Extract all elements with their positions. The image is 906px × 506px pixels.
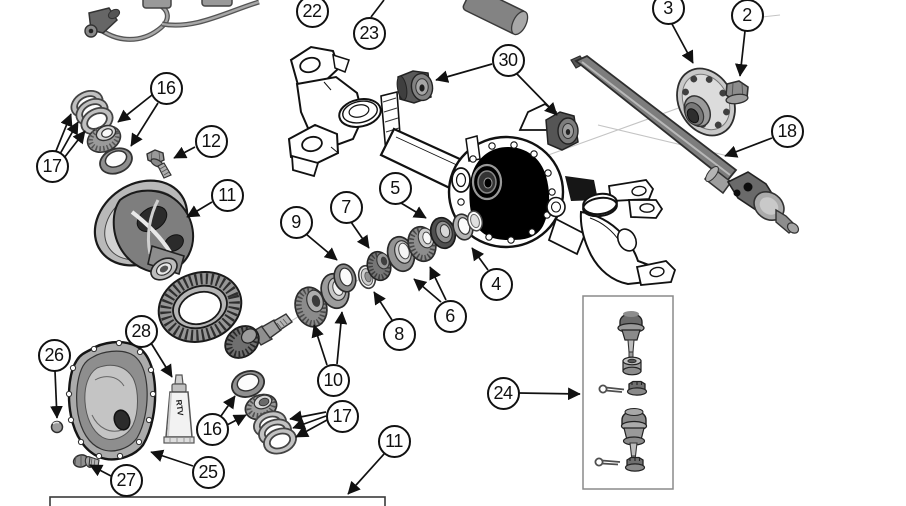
cotter-pin-upper (598, 384, 625, 394)
right-steering-knuckle (579, 179, 677, 286)
axle-assembly-box (49, 496, 386, 506)
leader-arrow-11 (186, 201, 213, 218)
pinion-seal (429, 216, 457, 250)
leader-arrow-17 (59, 121, 79, 155)
collapsible-spacer (366, 250, 392, 282)
pinion-bore (471, 163, 503, 201)
left-steering-knuckle (287, 45, 365, 178)
leader-arrow-8 (373, 291, 393, 321)
oil-slinger (333, 263, 357, 293)
bearing-race-upper (99, 147, 133, 175)
leader-arrow-2 (734, 30, 748, 77)
carrier-bolt (146, 149, 172, 179)
leader-arrow-10 (334, 311, 348, 365)
leader-arrow-11 (347, 453, 385, 495)
track-bar-sleeve (462, 0, 529, 36)
leader-arrow-26 (50, 370, 63, 419)
cotter-pin-lower (594, 457, 621, 467)
leader-arrow-28 (150, 342, 173, 378)
leader-arrow-16 (220, 395, 236, 417)
shim-pack-upper (70, 89, 114, 136)
pinion-parts-stack (294, 210, 484, 328)
hub-bearing (676, 67, 736, 137)
rtv-sealant-tube: RTV (163, 374, 195, 444)
pinion-washer (452, 210, 484, 241)
upper-ball-joint (617, 311, 645, 358)
carrier-bearing-upper (86, 124, 122, 154)
hub-nut (725, 80, 749, 105)
pinion-gear (224, 313, 294, 359)
castle-nut-lower (624, 456, 646, 472)
leader-arrow-30 (435, 63, 493, 83)
leader-arrow-17 (63, 130, 86, 159)
ball-joint-spacer (622, 356, 642, 376)
leader-arrow-10 (311, 324, 328, 366)
leader-arrow-17 (55, 113, 73, 152)
leader-arrow-16 (226, 414, 247, 427)
leader-arrow-7 (350, 221, 370, 249)
differential-carrier (93, 179, 195, 281)
leader-arrow-6 (429, 266, 447, 301)
leader-arrow-23 (370, 0, 385, 18)
ring-gear (157, 271, 243, 343)
leader-arrow-3 (671, 23, 694, 64)
leader-arrow-25 (150, 449, 194, 467)
leader-arrow-5 (400, 202, 427, 219)
ball-joint-kit-box (582, 295, 674, 490)
leader-arrow-17 (295, 419, 328, 438)
leader-arrow-16 (117, 94, 153, 123)
cover-bolt-holes (65, 339, 157, 460)
leader-arrow-6 (413, 278, 442, 303)
wheel-speed-sensor-harness (84, 0, 260, 42)
leader-arrow-9 (305, 233, 338, 261)
control-arm-bushing-right (545, 111, 579, 151)
leader-arrow-4 (471, 247, 489, 271)
rtv-label: RTV (174, 399, 185, 417)
leader-arrow-30 (516, 73, 558, 116)
differential-cover (65, 339, 157, 461)
shim-pack-lower (253, 410, 297, 455)
fill-plug (50, 420, 64, 434)
axle-shaft (570, 54, 800, 234)
castle-nut-upper (626, 380, 648, 396)
leader-arrow-16 (130, 102, 159, 147)
leader-arrow-18 (724, 137, 773, 158)
leader-arrow-24 (518, 387, 581, 401)
axle-tube-right (547, 217, 587, 256)
leader-arrow-27 (89, 464, 112, 477)
leader-arrow-12 (173, 146, 196, 159)
leader-arrow-17 (289, 410, 327, 423)
lower-ball-joint (620, 408, 648, 461)
control-arm-bushing-left (396, 70, 434, 104)
